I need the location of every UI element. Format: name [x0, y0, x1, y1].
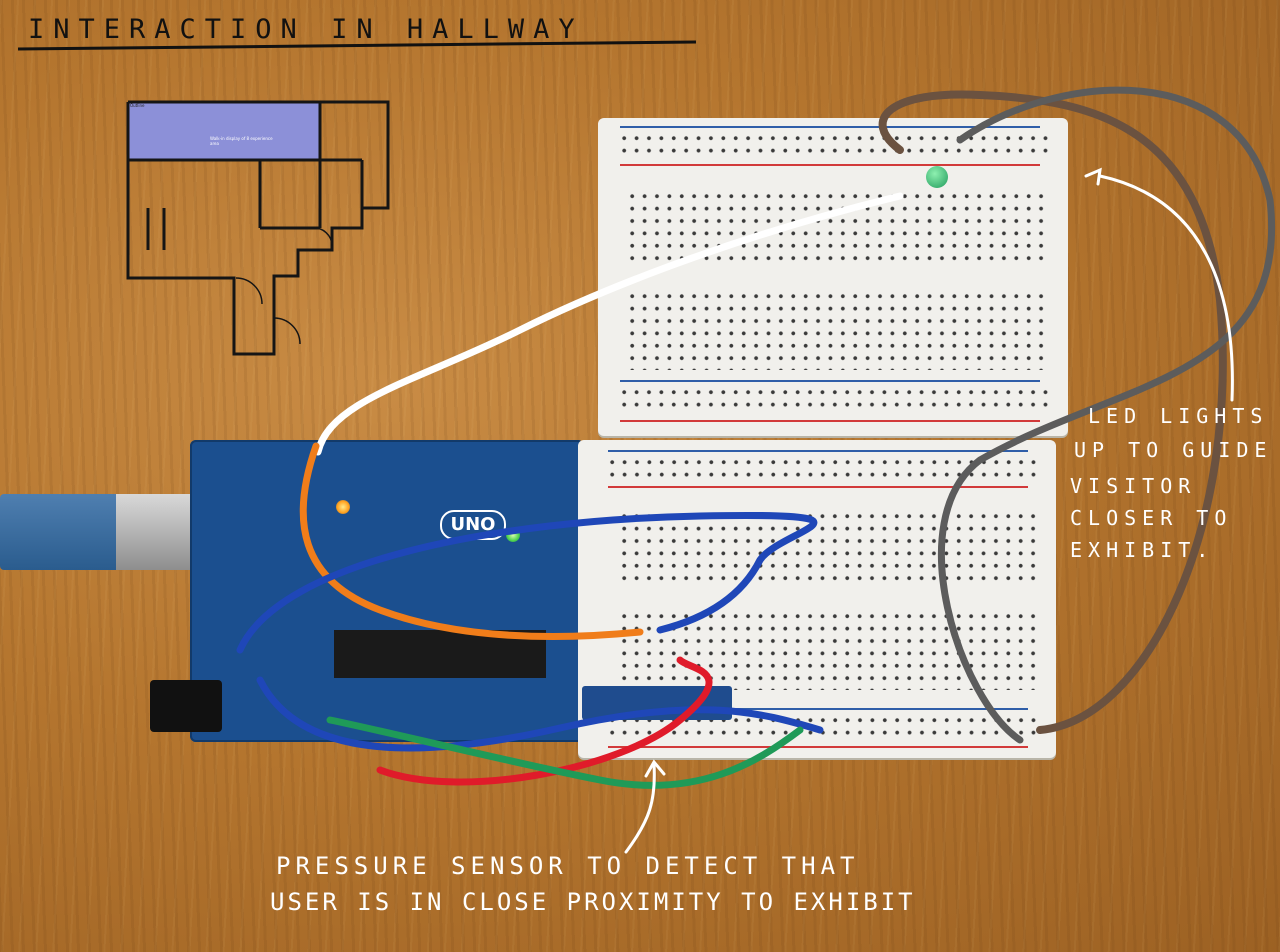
arduino-board [190, 440, 584, 742]
wire-blue-1 [236, 511, 818, 654]
wire-orange [299, 442, 644, 641]
floor-plan [124, 98, 396, 380]
led-note-line-5: EXHIBIT. [1070, 538, 1215, 562]
power-jack [150, 680, 222, 732]
breadboard-top [598, 118, 1068, 436]
led-arrow [1098, 174, 1234, 402]
led-arrowhead [1084, 167, 1102, 186]
led-note-line-2: UP TO GUIDE [1074, 438, 1273, 462]
onboard-led-yellow [336, 500, 350, 514]
led-note-line-4: CLOSER TO [1070, 506, 1233, 530]
wire-green [326, 716, 804, 789]
wire-gray [937, 86, 1276, 744]
floor-plan-room-label: Walk-in display of 8 experience area [210, 136, 273, 146]
sensor-note-line-2: USER IS IN CLOSE PROXIMITY TO EXHIBIT [270, 888, 916, 916]
sensor-note-line-1: PRESSURE SENSOR TO DETECT THAT [276, 852, 860, 880]
wire-white [314, 192, 904, 456]
wire-blue-2 [256, 676, 824, 752]
wire-brown [878, 90, 1227, 734]
led-note-line-1: LED LIGHTS [1088, 404, 1269, 428]
sensor-arrow [624, 762, 656, 854]
floor-plan-tiny-label: Outline [130, 103, 145, 108]
wire-red [376, 656, 713, 786]
floor-plan-room [128, 102, 320, 160]
page-title: INTERACTION IN HALLWAY [28, 14, 584, 45]
floor-plan-walls [126, 100, 390, 356]
led-note-line-3: VISITOR [1070, 474, 1197, 498]
green-led [926, 166, 948, 188]
sensor-arrowhead [644, 759, 666, 778]
